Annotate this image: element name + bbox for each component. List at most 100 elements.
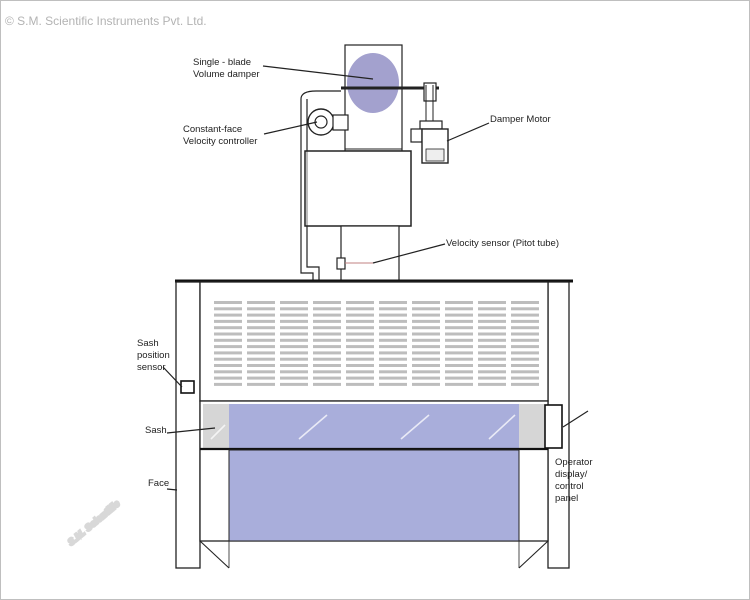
grille-slot bbox=[346, 326, 374, 330]
grille-slot bbox=[445, 382, 473, 386]
grille-slot bbox=[247, 301, 275, 304]
exhaust-duct-upper bbox=[341, 44, 439, 152]
grille-slot bbox=[379, 307, 407, 311]
grille-slot bbox=[313, 319, 341, 323]
grille-slot bbox=[280, 351, 308, 355]
grille-slot bbox=[313, 307, 341, 311]
grille-slot bbox=[511, 319, 539, 323]
sash-glass bbox=[229, 404, 519, 449]
grille-slot bbox=[445, 376, 473, 380]
grille-slot bbox=[445, 370, 473, 374]
grille-slot bbox=[313, 345, 341, 349]
grille-slot bbox=[313, 338, 341, 342]
grille-slot bbox=[412, 382, 440, 386]
grille-slot bbox=[445, 364, 473, 367]
grille-slot bbox=[445, 345, 473, 349]
grille-slot bbox=[280, 382, 308, 386]
grille-slot bbox=[412, 338, 440, 342]
grille-slot bbox=[379, 313, 407, 317]
grille-slot bbox=[247, 313, 275, 317]
grille-slot bbox=[511, 364, 539, 367]
grille-slot bbox=[445, 332, 473, 336]
grille-slot bbox=[247, 338, 275, 342]
grille-slot bbox=[511, 370, 539, 374]
grille-slot bbox=[412, 351, 440, 355]
grille-slot bbox=[214, 364, 242, 367]
grille-slot bbox=[346, 364, 374, 367]
grille-slot bbox=[346, 338, 374, 342]
damper-linkage bbox=[423, 82, 437, 123]
grille-slot bbox=[247, 326, 275, 330]
grille-slot bbox=[280, 376, 308, 380]
grille-slot bbox=[346, 376, 374, 380]
grille-slot bbox=[214, 376, 242, 380]
grille-slot bbox=[280, 364, 308, 367]
exhaust-plenum-box bbox=[304, 150, 412, 227]
grille-slot bbox=[412, 301, 440, 304]
grille-slot bbox=[313, 313, 341, 317]
grille-slot bbox=[379, 376, 407, 380]
sash-position-sensor bbox=[180, 380, 195, 394]
grille-slot bbox=[214, 338, 242, 342]
grille-slot bbox=[478, 345, 506, 349]
grille-slot bbox=[346, 319, 374, 323]
grille-slot bbox=[379, 364, 407, 367]
sash-frame bbox=[199, 400, 549, 542]
grille-slot bbox=[511, 326, 539, 330]
grille-slot bbox=[247, 376, 275, 380]
grille-slot bbox=[313, 357, 341, 361]
grille-slot bbox=[511, 345, 539, 349]
grille-slot bbox=[478, 301, 506, 304]
grille-slot bbox=[379, 301, 407, 304]
grille-slot bbox=[478, 351, 506, 355]
grille-slot bbox=[313, 301, 341, 304]
hood-face-opening bbox=[228, 449, 520, 542]
grille-slot bbox=[511, 357, 539, 361]
grille-slot bbox=[445, 313, 473, 317]
grille-slot bbox=[346, 370, 374, 374]
grille-slot bbox=[379, 332, 407, 336]
grille-slot bbox=[313, 382, 341, 386]
label-sash-sensor-line2: position bbox=[137, 350, 170, 361]
grille-slot bbox=[478, 332, 506, 336]
grille-slot bbox=[379, 345, 407, 349]
grille-slot bbox=[247, 319, 275, 323]
exhaust-grille bbox=[214, 301, 539, 386]
grille-slot bbox=[511, 351, 539, 355]
label-face: Face bbox=[148, 478, 169, 489]
label-operator-line3: control bbox=[555, 481, 584, 492]
grille-slot bbox=[247, 332, 275, 336]
grille-slot bbox=[214, 319, 242, 323]
label-sash-sensor-line3: sensor bbox=[137, 362, 166, 373]
grille-slot bbox=[445, 301, 473, 304]
label-operator-line1: Operator bbox=[555, 457, 593, 468]
label-sash: Sash bbox=[145, 425, 167, 436]
label-sash-sensor-line1: Sash bbox=[137, 338, 159, 349]
label-operator-line4: panel bbox=[555, 493, 578, 504]
hood-upper-panel bbox=[199, 281, 549, 402]
grille-slot bbox=[214, 357, 242, 361]
grille-slot bbox=[247, 351, 275, 355]
grille-slot bbox=[445, 307, 473, 311]
grille-slot bbox=[313, 376, 341, 380]
copyright-notice: © S.M. Scientific Instruments Pvt. Ltd. bbox=[5, 14, 207, 28]
grille-slot bbox=[280, 345, 308, 349]
grille-slot bbox=[280, 313, 308, 317]
grille-slot bbox=[412, 364, 440, 367]
volume-damper-disk bbox=[347, 53, 399, 113]
grille-slot bbox=[346, 357, 374, 361]
grille-slot bbox=[445, 351, 473, 355]
grille-slot bbox=[313, 326, 341, 330]
grille-slot bbox=[247, 307, 275, 311]
grille-slot bbox=[379, 370, 407, 374]
grille-slot bbox=[379, 382, 407, 386]
grille-slot bbox=[313, 364, 341, 367]
grille-slot bbox=[478, 313, 506, 317]
grille-slot bbox=[478, 338, 506, 342]
exhaust-duct-lower bbox=[300, 225, 400, 283]
grille-slot bbox=[214, 326, 242, 330]
grille-slot bbox=[379, 357, 407, 361]
grille-slot bbox=[412, 370, 440, 374]
